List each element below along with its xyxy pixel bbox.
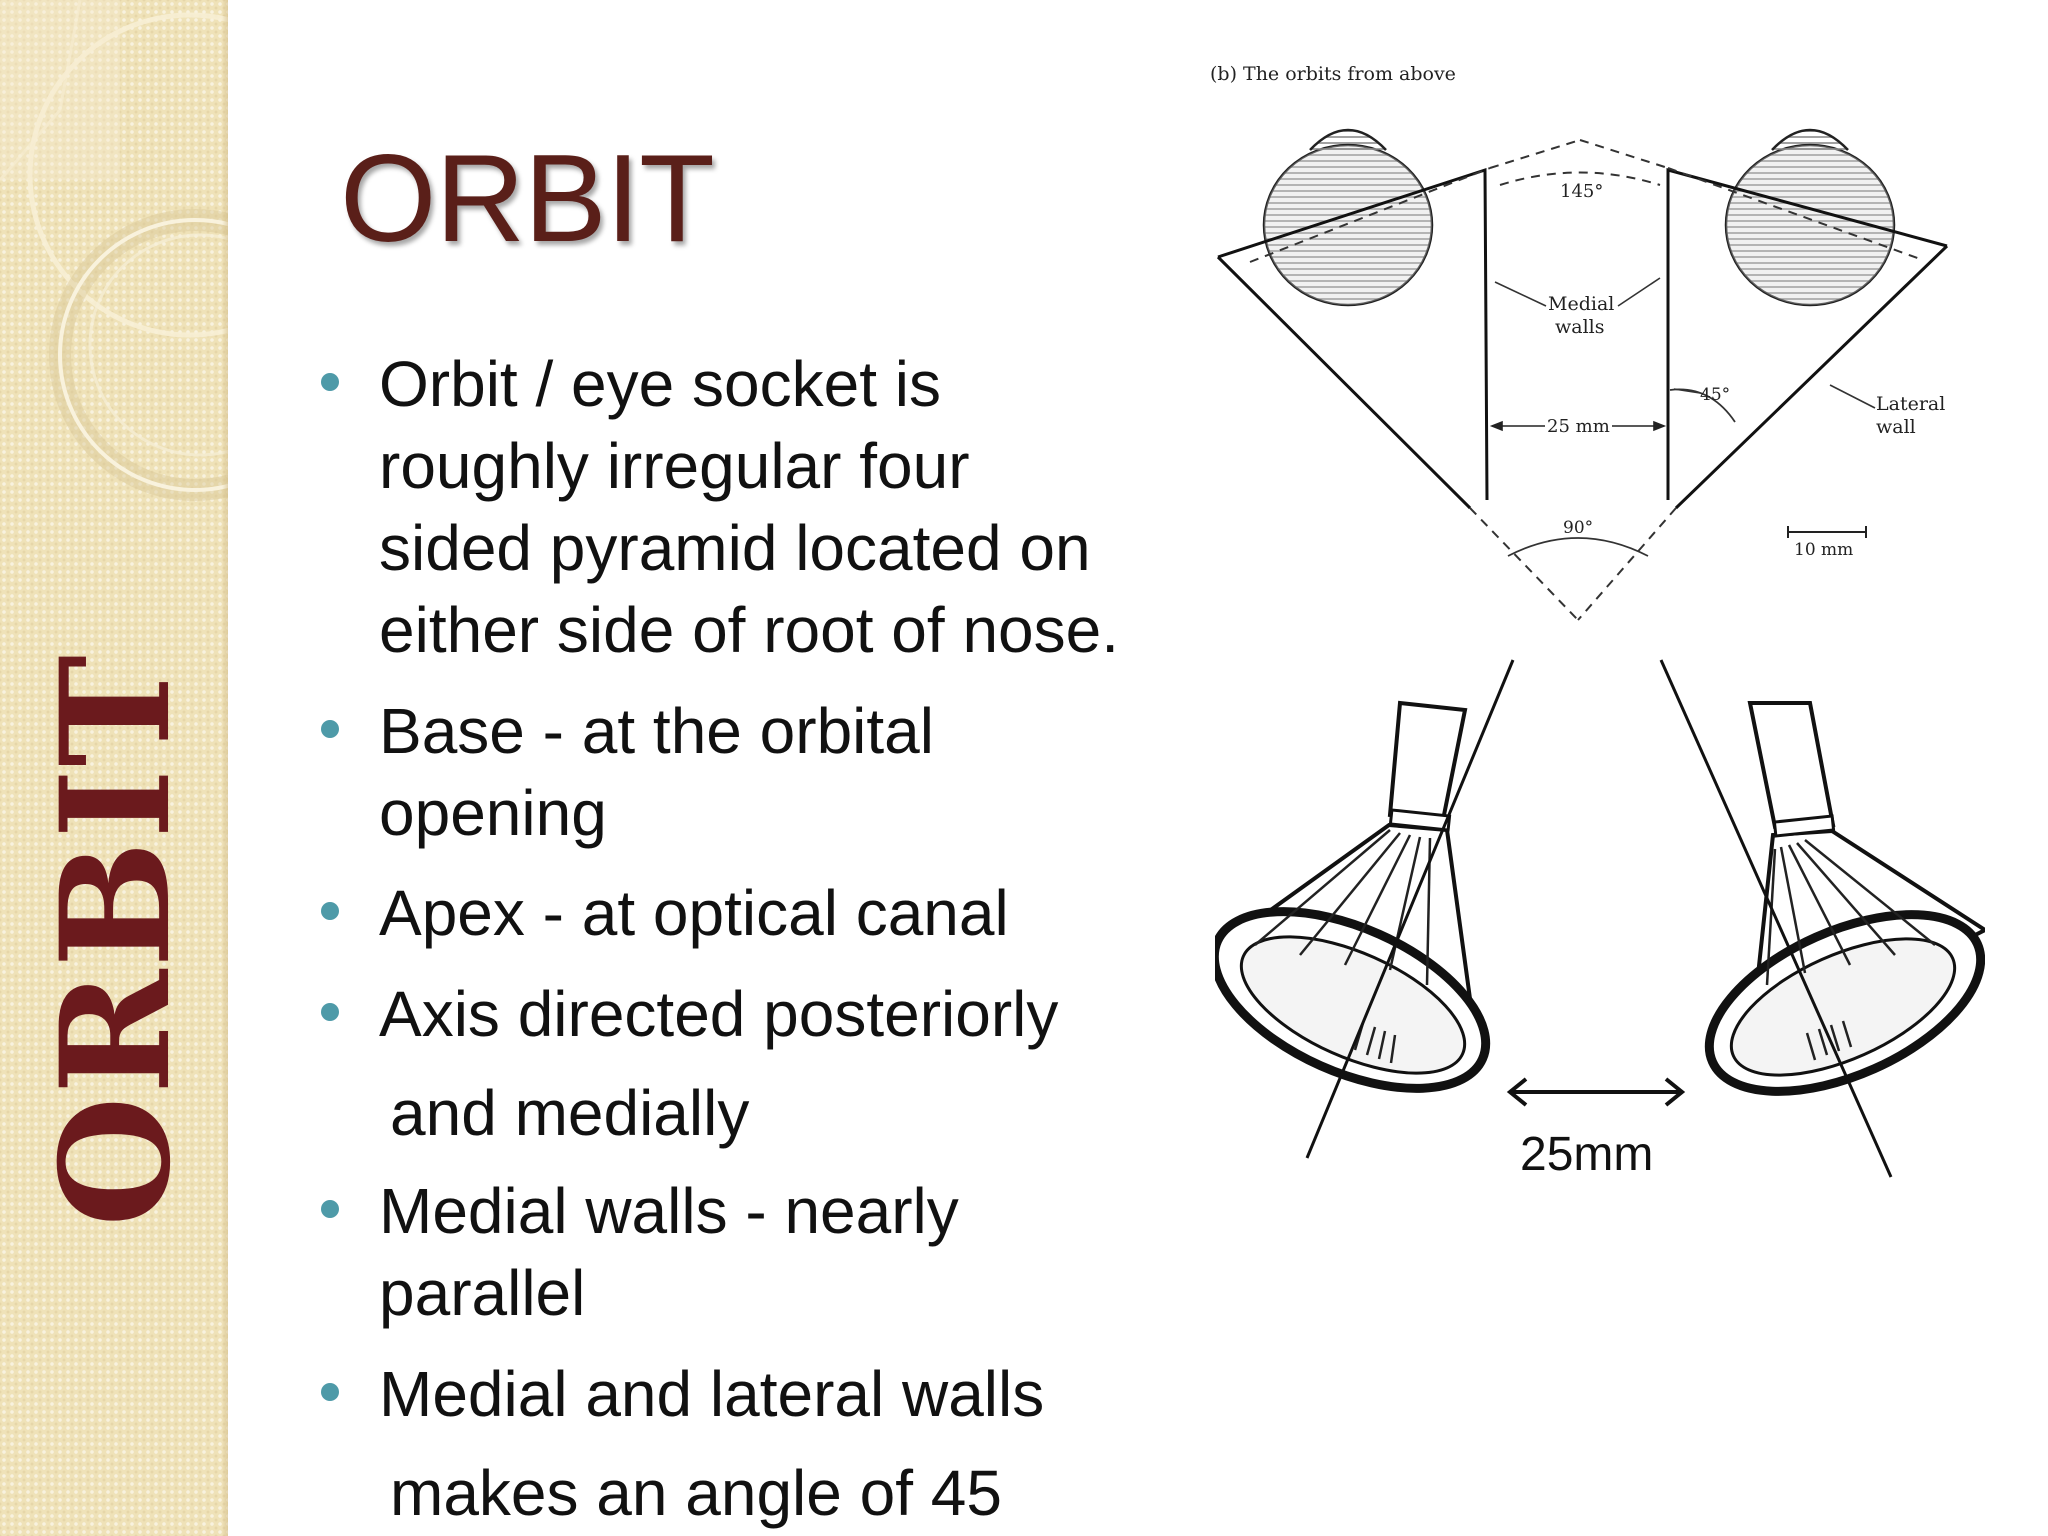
right-lateral-wall bbox=[1674, 244, 1949, 510]
bullet-dot bbox=[321, 1200, 339, 1218]
angle-145-label: 145° bbox=[1560, 181, 1603, 202]
scale-bar bbox=[1787, 526, 1867, 538]
bullet-dot bbox=[321, 373, 339, 391]
bullet-line: parallel bbox=[379, 1257, 586, 1329]
bullet-line: Base - at the orbital bbox=[379, 695, 934, 767]
orbit-walls bbox=[1216, 167, 1949, 510]
bullet-line: sided pyramid located on bbox=[379, 512, 1091, 584]
vertical-section-title: ORBIT bbox=[28, 653, 204, 1227]
left-orbit-outline bbox=[1217, 167, 1489, 501]
right-orbit-outline bbox=[1666, 168, 1948, 500]
bullet-line: either side of root of nose. bbox=[379, 594, 1119, 666]
bullet-line: Axis directed posteriorly bbox=[379, 978, 1059, 1050]
left-lateral-wall bbox=[1216, 255, 1472, 510]
left-funnel bbox=[1215, 700, 1491, 1093]
construction-lines bbox=[1249, 139, 1924, 621]
distance-25mm-label: 25 mm bbox=[1547, 416, 1610, 437]
bullet-line: roughly irregular four bbox=[379, 430, 970, 502]
right-eyeball bbox=[1724, 128, 1896, 307]
bullet-line: Orbit / eye socket is bbox=[379, 348, 941, 420]
distance-arrow bbox=[1489, 420, 1667, 432]
bullet-dot bbox=[321, 902, 339, 920]
left-eyeball bbox=[1262, 128, 1434, 307]
angle-arcs bbox=[1507, 388, 1736, 557]
bullet-line: Apex - at optical canal bbox=[379, 877, 1009, 949]
distance-double-arrow bbox=[1506, 1077, 1686, 1107]
medial-walls-label-2: walls bbox=[1555, 316, 1605, 338]
funnel-distance-label: 25mm bbox=[1520, 1128, 1654, 1181]
slide-title: ORBIT bbox=[340, 130, 715, 268]
bullet-line: Medial walls - nearly bbox=[379, 1175, 959, 1247]
bullet-dot bbox=[321, 1003, 339, 1021]
bullet-line: Medial and lateral walls bbox=[379, 1358, 1045, 1430]
orbits-from-above-diagram: (b) The orbits from above 145° Medial w bbox=[1210, 63, 1949, 621]
bullet-dot bbox=[321, 720, 339, 738]
bullet-dot bbox=[321, 1383, 339, 1401]
angle-90-label: 90° bbox=[1563, 518, 1593, 538]
diagram-caption: (b) The orbits from above bbox=[1210, 63, 1456, 85]
bullet-line: and medially bbox=[390, 1077, 750, 1149]
orbit-axis-funnels bbox=[1215, 659, 1985, 1178]
bullet-line: makes an angle of 45 bbox=[390, 1457, 1002, 1529]
scale-label: 10 mm bbox=[1794, 540, 1853, 560]
right-funnel bbox=[1704, 701, 1985, 1096]
decorative-side-band: ORBIT bbox=[0, 0, 228, 1536]
orbit-axis-lines bbox=[1305, 659, 1893, 1178]
decorative-rings bbox=[0, 0, 228, 501]
lateral-wall-label: Lateral bbox=[1876, 393, 1945, 415]
medial-walls-label: Medial bbox=[1548, 293, 1614, 315]
bullet-line: opening bbox=[379, 777, 607, 849]
angle-45-label: 45° bbox=[1700, 385, 1730, 405]
lateral-wall-label-2: wall bbox=[1876, 416, 1916, 438]
